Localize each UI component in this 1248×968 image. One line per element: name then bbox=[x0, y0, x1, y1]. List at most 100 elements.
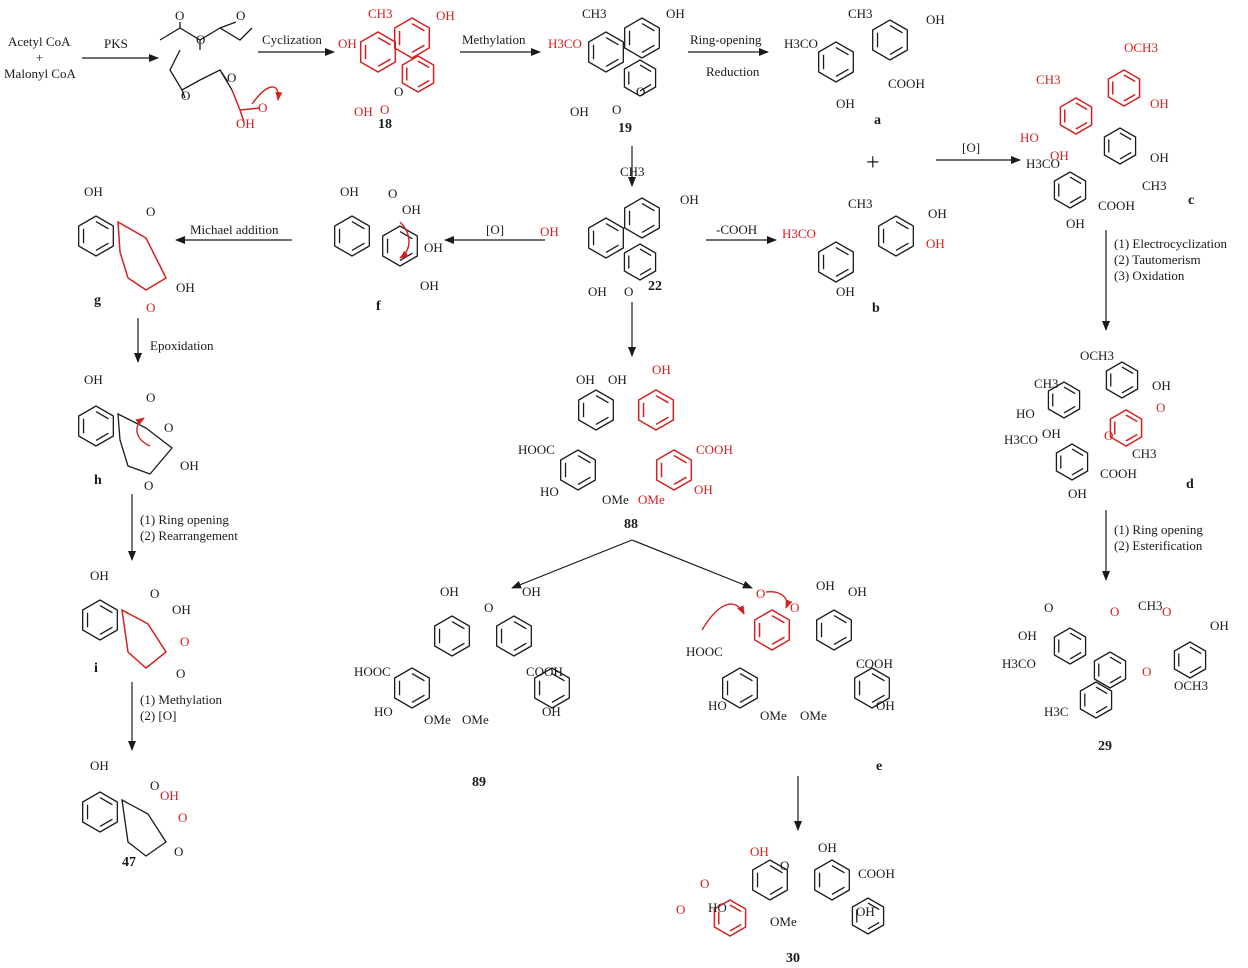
ring-89-1-double-bond bbox=[451, 621, 465, 630]
label-acetyl-coa: Acetyl CoA bbox=[8, 34, 71, 49]
ring-h-1-double-bond bbox=[95, 432, 109, 441]
atom-ome: OMe bbox=[800, 708, 827, 723]
ring-89-3-double-bond bbox=[411, 673, 425, 682]
label-pks: PKS bbox=[104, 36, 128, 51]
atom-oh: OH bbox=[440, 584, 459, 599]
ring-c-1 bbox=[1059, 97, 1093, 135]
ring-b-2-double-bond bbox=[895, 221, 909, 230]
label-ring-opening: Ring-opening bbox=[690, 32, 762, 47]
atom-o: O bbox=[1142, 664, 1151, 679]
label-malonyl-coa: Malonyl CoA bbox=[4, 66, 76, 81]
ring-89-4-double-bond bbox=[551, 694, 565, 703]
ring-d-3-double-bond bbox=[1125, 414, 1138, 423]
ring-89-2-double-bond bbox=[513, 621, 527, 630]
ring-19-b bbox=[624, 17, 660, 59]
ring-88-1-double-bond bbox=[595, 416, 609, 425]
label-i-to-47-2: (2) [O] bbox=[140, 708, 176, 723]
ring-30-4-double-bond bbox=[867, 902, 880, 911]
ring-88-3 bbox=[560, 449, 596, 491]
atom-o: O bbox=[181, 88, 190, 103]
ring-30-4 bbox=[851, 897, 885, 935]
ring-e-3-double-bond bbox=[739, 694, 753, 703]
atom-o: O bbox=[180, 634, 189, 649]
compound-label-29: 29 bbox=[1098, 739, 1112, 754]
ring-d-4-double-bond bbox=[1071, 448, 1084, 457]
ring-e-1-double-bond bbox=[771, 614, 785, 624]
atom-oh: OH bbox=[436, 8, 455, 23]
atom-o: O bbox=[612, 102, 621, 117]
atom-h3co: H3CO bbox=[782, 226, 816, 241]
ring-e-4-double-bond bbox=[871, 694, 885, 703]
ring-19-b-double-bond bbox=[641, 23, 655, 32]
ring-c-2-double-bond bbox=[1123, 93, 1136, 102]
ring-47-1 bbox=[82, 791, 118, 833]
ring-b-2 bbox=[878, 215, 914, 257]
curved-arrow-cyclization bbox=[251, 86, 283, 105]
ring-19-c-double-bond bbox=[639, 83, 652, 92]
ring-89-1-double-bond bbox=[451, 642, 465, 651]
ring-a-1 bbox=[818, 41, 854, 83]
ring-g-1-double-bond bbox=[95, 242, 109, 251]
atom-oh: OH bbox=[750, 844, 769, 859]
ring-e-3-double-bond bbox=[739, 673, 753, 682]
atom-oh: OH bbox=[338, 36, 357, 51]
atom-h3co: H3CO bbox=[548, 36, 582, 51]
ring-c-4-double-bond bbox=[1069, 195, 1082, 204]
ring-b-2-double-bond bbox=[895, 242, 909, 251]
ring-29-1-double-bond bbox=[1069, 651, 1082, 660]
label-c-to-d-3: (3) Oxidation bbox=[1114, 268, 1185, 283]
atom-o: O bbox=[146, 204, 155, 219]
atom-oh: OH bbox=[340, 184, 359, 199]
ring-18-a-double-bond bbox=[377, 36, 391, 46]
atom-oh: OH bbox=[236, 116, 255, 131]
ring-a-2-double-bond bbox=[889, 25, 903, 34]
ring-88-2 bbox=[637, 389, 675, 431]
atom-oh: OH bbox=[1066, 216, 1085, 231]
atom-cooh: COOH bbox=[1098, 198, 1135, 213]
atom-oh: OH bbox=[542, 704, 561, 719]
atom-o: O bbox=[700, 876, 709, 891]
curved-arrow-h bbox=[135, 417, 151, 447]
atom-oh: OH bbox=[84, 372, 103, 387]
ring-29-4-double-bond bbox=[1095, 705, 1108, 714]
label-d-to-29-2: (2) Esterification bbox=[1114, 538, 1203, 553]
atom-oh: OH bbox=[420, 278, 439, 293]
ring-30-2-double-bond bbox=[831, 886, 845, 895]
atom-o: O bbox=[174, 844, 183, 859]
ring-e-4-double-bond bbox=[871, 673, 885, 682]
atom-oh: OH bbox=[90, 568, 109, 583]
atom-oh: OH bbox=[588, 284, 607, 299]
ring-e-1 bbox=[753, 609, 791, 651]
compound-label-a: a bbox=[874, 113, 881, 128]
ring-18-b bbox=[393, 17, 431, 59]
atom-oh: OH bbox=[570, 104, 589, 119]
ring-30-4-double-bond bbox=[867, 921, 880, 930]
ring-c-2 bbox=[1107, 69, 1141, 107]
label-h-to-i-2: (2) Rearrangement bbox=[140, 528, 238, 543]
ring-f-2-double-bond bbox=[399, 231, 413, 240]
ring-22-b bbox=[624, 197, 660, 239]
ring-18-c bbox=[401, 55, 435, 93]
ring-30-2 bbox=[814, 859, 850, 901]
ring-88-1-double-bond bbox=[595, 395, 609, 404]
atom-oh: OH bbox=[1152, 378, 1171, 393]
reaction-arrows bbox=[82, 48, 1110, 831]
atom-o: O bbox=[1104, 428, 1113, 443]
atom-oh: OH bbox=[424, 240, 443, 255]
ring-29-3 bbox=[1173, 641, 1207, 679]
atom-oh: OH bbox=[1068, 486, 1087, 501]
ring-88-1 bbox=[578, 389, 614, 431]
ring-g-1-double-bond bbox=[95, 221, 109, 230]
label-reduction: Reduction bbox=[706, 64, 760, 79]
ring-d-2-double-bond bbox=[1121, 366, 1134, 375]
ring-22-c bbox=[623, 243, 657, 281]
atom-labels: O O O O O CH3 OH OH O O O CH3 OH H3CO CO… bbox=[84, 6, 1229, 929]
ring-88-2-double-bond bbox=[655, 416, 669, 426]
atom-o: O bbox=[790, 600, 799, 615]
atom-oh: OH bbox=[816, 578, 835, 593]
ring-g-1 bbox=[78, 215, 114, 257]
atom-o: O bbox=[756, 586, 765, 601]
atom-oh: OH bbox=[1150, 150, 1169, 165]
atom-o: O bbox=[636, 84, 645, 99]
ring-89-4 bbox=[534, 667, 570, 709]
